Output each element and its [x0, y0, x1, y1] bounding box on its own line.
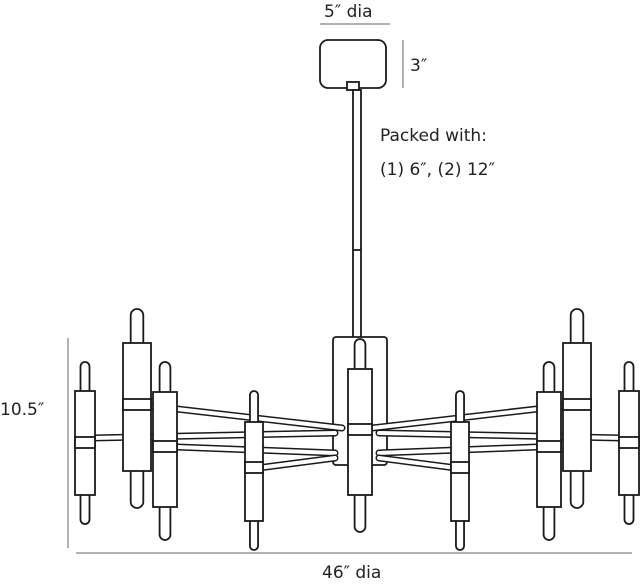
- holder-center-band: [347, 423, 373, 436]
- holder-left-3-band: [244, 461, 264, 474]
- canopy: [319, 39, 387, 89]
- canopy-nut: [346, 81, 360, 91]
- holder-left-2-band: [152, 440, 178, 453]
- height-label: 10.5″: [0, 400, 45, 420]
- holder-left-0-band: [74, 436, 96, 449]
- holder-right-0-band: [618, 436, 640, 449]
- holder-right-1-band: [562, 398, 592, 411]
- arm-left-1: [149, 404, 344, 430]
- packed-with-title: Packed with:: [380, 126, 487, 146]
- canopy-diameter-label: 5″ dia: [324, 2, 373, 22]
- canopy-height-label: 3″: [410, 56, 428, 76]
- stem: [352, 89, 362, 341]
- arm-left-3: [256, 456, 337, 470]
- arm-right-3: [377, 456, 458, 470]
- arm-right-1: [370, 404, 565, 430]
- diameter-label: 46″ dia: [322, 563, 382, 583]
- holder-right-3-band: [450, 461, 470, 474]
- holder-right-2-band: [536, 440, 562, 453]
- packed-with-detail: (1) 6″, (2) 12″: [380, 160, 495, 180]
- holder-left-1-band: [122, 398, 152, 411]
